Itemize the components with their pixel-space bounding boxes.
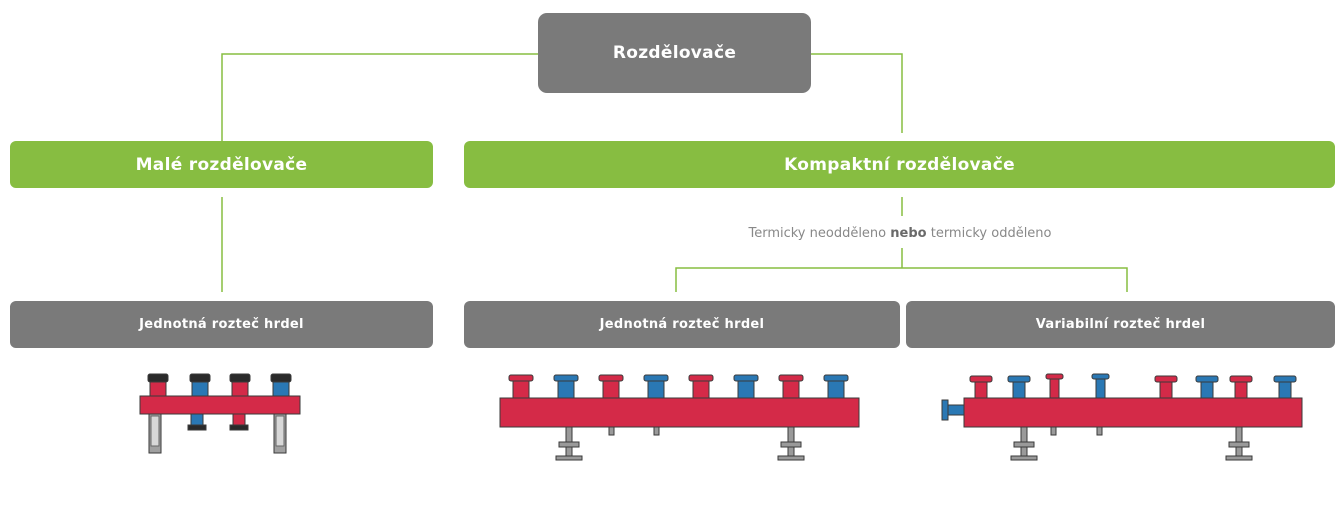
category-label: Kompaktní rozdělovače	[784, 154, 1015, 175]
type-label: Jednotná rozteč hrdel	[139, 317, 304, 332]
small-manifold-image	[139, 373, 301, 454]
thermal-separation-note: Termicky neodděleno nebo termicky odděle…	[600, 226, 1200, 241]
category-small-distributors: Malé rozdělovače	[10, 141, 433, 188]
category-compact-distributors: Kompaktní rozdělovače	[464, 141, 1335, 188]
root-label: Rozdělovače	[612, 43, 737, 63]
type-small-uniform-spacing: Jednotná rozteč hrdel	[10, 301, 433, 348]
connector-root-left	[221, 53, 538, 141]
category-label: Malé rozdělovače	[135, 154, 308, 175]
root-node: Rozdělovače	[538, 13, 811, 93]
connector-root-right	[811, 53, 903, 133]
type-compact-variable-spacing: Variabilní rozteč hrdel	[906, 301, 1335, 348]
note-bold: nebo	[890, 226, 927, 241]
connector-compact-types	[675, 267, 1128, 292]
compact-variable-manifold-image	[941, 373, 1303, 461]
compact-uniform-manifold-image	[499, 374, 860, 461]
type-label: Jednotná rozteč hrdel	[599, 317, 765, 332]
note-part2: termicky odděleno	[930, 226, 1052, 241]
note-part1: Termicky neodděleno	[748, 226, 887, 241]
type-compact-uniform-spacing: Jednotná rozteč hrdel	[464, 301, 900, 348]
type-label: Variabilní rozteč hrdel	[1035, 317, 1206, 332]
